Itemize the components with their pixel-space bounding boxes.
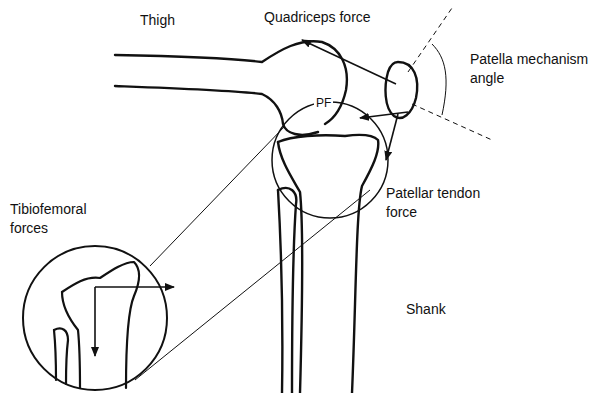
force-arrow bbox=[386, 114, 398, 160]
text-label: Shank bbox=[404, 300, 448, 319]
zoom-tibia bbox=[62, 292, 80, 388]
knee-circle bbox=[272, 102, 388, 218]
femur-upper-outline bbox=[115, 41, 347, 124]
fibula bbox=[278, 188, 296, 393]
zoom-leader bbox=[150, 126, 285, 266]
force-arrow bbox=[360, 112, 408, 118]
zoom-fibula bbox=[54, 328, 68, 384]
dashed-line bbox=[408, 8, 452, 72]
text-label: Tibiofemoral forces bbox=[8, 200, 116, 238]
force-arrow bbox=[95, 286, 174, 288]
dashed-line bbox=[412, 104, 492, 140]
fibula-edge bbox=[278, 190, 282, 393]
tibia-left bbox=[278, 142, 302, 393]
femur-lower-outline bbox=[115, 86, 318, 135]
angle-arc bbox=[432, 44, 446, 115]
force-arrow bbox=[94, 287, 96, 356]
text-label: PF bbox=[314, 94, 333, 113]
patella bbox=[386, 62, 418, 118]
text-label: Quadriceps force bbox=[262, 8, 373, 27]
zoom-tibia bbox=[62, 262, 139, 388]
text-label: Thigh bbox=[138, 11, 177, 30]
text-label: Patella mechanism angle bbox=[468, 50, 596, 88]
force-arrow bbox=[302, 40, 396, 84]
text-label: Patellar tendon force bbox=[384, 184, 500, 222]
zoom-fibula bbox=[54, 330, 56, 380]
zoom-circle bbox=[23, 246, 167, 390]
tibia-right bbox=[278, 135, 378, 393]
zoom-leader bbox=[135, 190, 370, 380]
